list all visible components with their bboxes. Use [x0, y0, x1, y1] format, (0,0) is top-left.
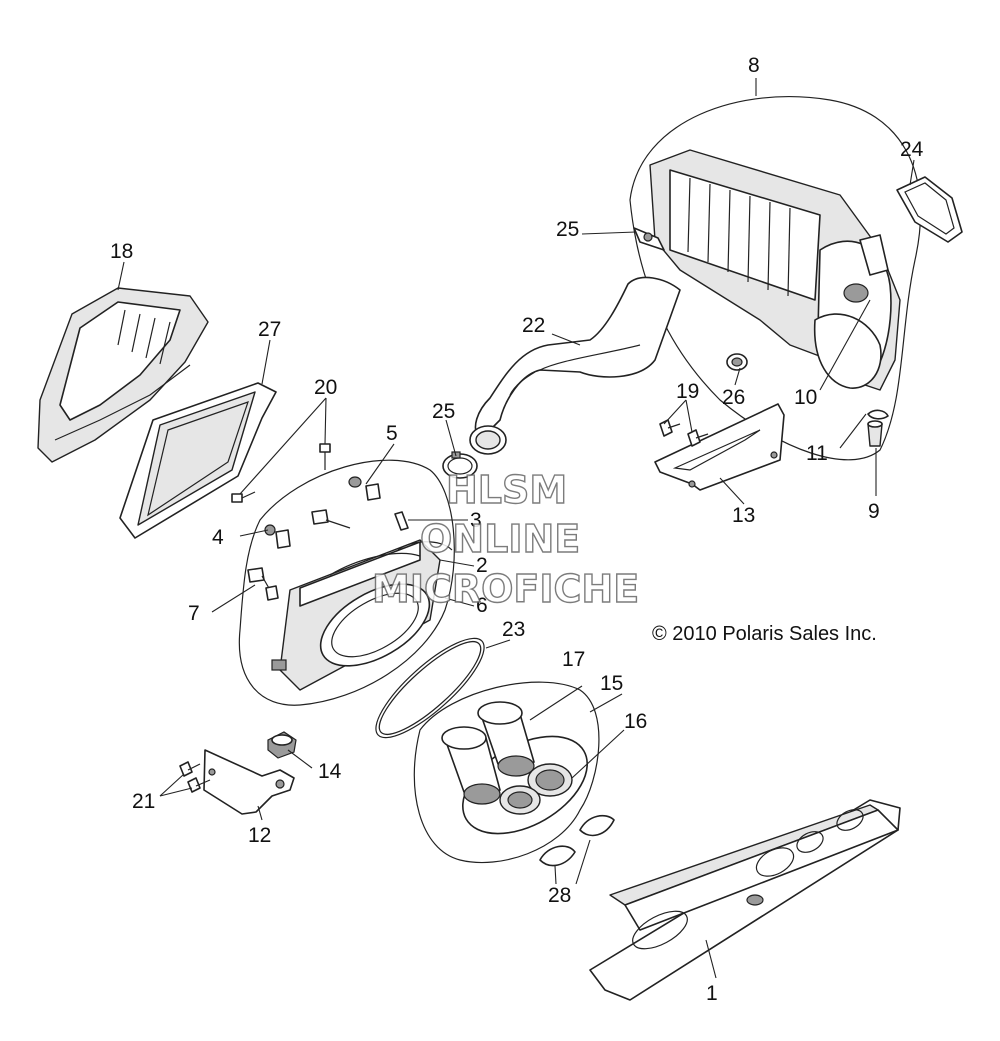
clamp-ring-part-23 [375, 637, 485, 739]
callout-labels: 1 2 3 4 5 6 7 8 9 10 11 12 13 14 15 16 1… [110, 54, 924, 1005]
callout-24: 24 [900, 138, 924, 161]
callout-15: 15 [600, 672, 623, 695]
callout-23: 23 [502, 618, 525, 641]
callout-4: 4 [212, 526, 224, 549]
pin-part-3 [311, 509, 409, 531]
callout-25-upper: 25 [556, 218, 579, 241]
watermark: HLSM ONLINE MICROFICHE [371, 467, 640, 611]
callout-9: 9 [868, 500, 880, 523]
callout-16: 16 [624, 710, 647, 733]
airbox-cover-part-18 [37, 287, 209, 463]
latch-part-7 [247, 567, 279, 601]
air-filter-part-27 [119, 382, 277, 539]
callout-21: 21 [132, 790, 155, 813]
callout-20: 20 [314, 376, 337, 399]
bracket-part-13 [654, 403, 785, 491]
callout-19: 19 [676, 380, 699, 403]
watermark-line-2: ONLINE [420, 517, 580, 561]
callout-22: 22 [522, 314, 545, 337]
callout-5: 5 [386, 422, 398, 445]
callout-13: 13 [732, 504, 755, 527]
watermark-line-3: MICROFICHE [372, 567, 639, 611]
callout-1: 1 [706, 982, 718, 1005]
copyright-notice: © 2010 Polaris Sales Inc. [652, 623, 877, 645]
spring-clip-part-4 [264, 524, 291, 549]
spring-clip-part-5 [348, 476, 381, 501]
callout-6: 6 [476, 594, 488, 617]
callout-17: 17 [562, 648, 585, 671]
callout-28: 28 [548, 884, 571, 907]
callout-10: 10 [794, 386, 817, 409]
bracket-part-12 [203, 749, 295, 815]
screws-part-20 [231, 443, 331, 503]
grommet-part-26 [726, 353, 748, 371]
leader-lines [117, 78, 915, 979]
callout-25-lower: 25 [432, 400, 455, 423]
callout-2: 2 [476, 554, 488, 577]
drain-clamp-part-11 [867, 409, 889, 420]
watermark-line-1: HLSM [446, 468, 567, 512]
callout-3: 3 [470, 509, 482, 532]
callout-14: 14 [318, 760, 342, 783]
base-plate-part-1 [589, 799, 901, 1001]
callout-7: 7 [188, 602, 200, 625]
intake-boots-part-17 [441, 701, 535, 805]
outlet-plenum-assembly [413, 681, 600, 864]
gasket-part-24 [896, 176, 963, 243]
callout-8: 8 [748, 54, 760, 77]
callout-27: 27 [258, 318, 281, 341]
callout-26: 26 [722, 386, 745, 409]
nut-part-14 [267, 731, 297, 759]
clamps-part-28 [539, 814, 615, 867]
callout-12: 12 [248, 824, 271, 847]
bolts-part-19 [659, 419, 709, 447]
filter-housing-assembly [238, 459, 455, 706]
callout-11: 11 [806, 442, 828, 465]
hose-clamp-part-25-upper [633, 227, 665, 251]
seal-part-6 [397, 541, 453, 551]
drain-plug-part-9 [867, 420, 883, 447]
intake-duct-part-22 [469, 276, 681, 455]
callout-18: 18 [110, 240, 133, 263]
